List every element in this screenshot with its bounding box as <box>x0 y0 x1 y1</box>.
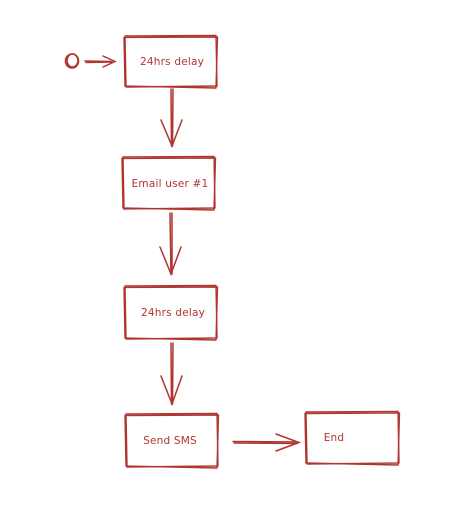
node-label: 24hrs delay <box>141 307 205 319</box>
edge-delay-1-to-email-1 <box>160 88 183 149</box>
node-sms[interactable]: Send SMS <box>124 412 220 469</box>
edge-email-1-to-delay-2 <box>159 212 182 277</box>
node-label: Email user #1 <box>132 178 209 190</box>
node-label: 24hrs delay <box>140 56 204 68</box>
start-circle <box>64 53 80 69</box>
edge-start-to-delay-1 <box>84 55 117 68</box>
node-delay-2[interactable]: 24hrs delay <box>123 284 219 341</box>
node-box <box>121 155 217 211</box>
node-email-1[interactable]: Email user #1 <box>121 155 217 211</box>
node-box <box>123 284 219 341</box>
edge-sms-to-end <box>232 433 302 452</box>
node-label: End <box>324 432 345 444</box>
node-box <box>124 412 220 469</box>
node-end[interactable]: End <box>304 410 401 466</box>
edge-delay-2-to-sms <box>160 342 183 407</box>
node-box <box>123 34 219 89</box>
node-delay-1[interactable]: 24hrs delay <box>123 34 219 89</box>
node-box <box>304 410 401 466</box>
node-label: Send SMS <box>143 435 197 447</box>
